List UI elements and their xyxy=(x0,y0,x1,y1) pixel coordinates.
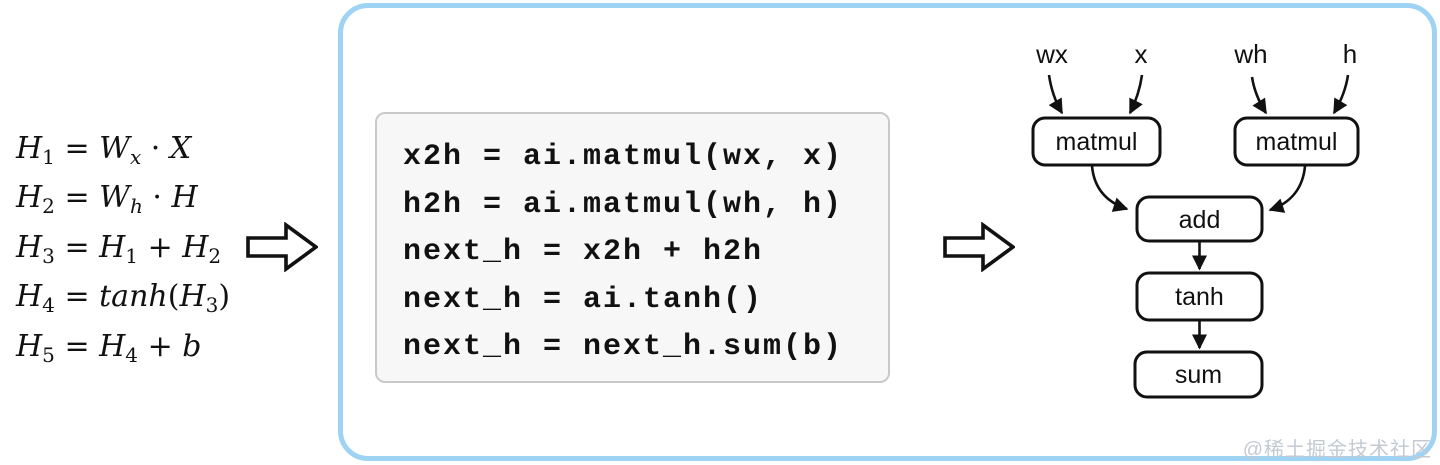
equation-h3: H3 = H1 + H2 xyxy=(16,229,222,268)
graph-node-add-label: add xyxy=(1179,206,1221,234)
graph-node-sum-label: sum xyxy=(1175,361,1222,389)
code-block: x2h = ai.matmul(wx, x) h2h = ai.matmul(w… xyxy=(375,112,890,383)
graph-input-wh: wh xyxy=(1233,39,1267,69)
edge-x-to-matmul xyxy=(1128,74,1144,115)
equation-h5: H5 = H4 + b xyxy=(16,328,202,367)
equation-h1: H1 = Wx · X xyxy=(16,131,192,169)
code-line: next_h = ai.tanh() xyxy=(403,282,764,317)
equation-h4: H4 = tanh(H3) xyxy=(16,279,231,318)
graph-node-matmul-right-box xyxy=(1233,116,1360,167)
code-line: next_h = next_h.sum(b) xyxy=(403,330,844,364)
code-line: x2h = ai.matmul(wx, x) xyxy=(403,140,844,174)
code-line: h2h = ai.matmul(wh, h) xyxy=(403,187,844,222)
transform-arrow-left-icon xyxy=(246,222,318,272)
graph-node-sum-box xyxy=(1133,350,1264,399)
graph-input-x: x xyxy=(1135,39,1148,69)
watermark: @稀土掘金技术社区 xyxy=(1242,439,1432,461)
equation-list: H1 = Wx · X H2 = Wh · H H3 = H1 + H2 H4 … xyxy=(16,124,230,371)
edge-wx-to-matmul xyxy=(1047,74,1064,115)
graph-input-wx: wx xyxy=(1035,39,1068,69)
edge-matmul-left-to-add xyxy=(1090,165,1129,212)
edge-wh-to-matmul xyxy=(1250,76,1268,115)
graph-node-tanh-label: tanh xyxy=(1175,283,1224,311)
edge-matmul-right-to-add xyxy=(1268,165,1307,213)
graph-input-h: h xyxy=(1343,39,1357,69)
graph-node-matmul-right-label: matmul xyxy=(1256,128,1338,156)
code-line: next_h = x2h + h2h xyxy=(403,235,764,269)
equation-h2: H2 = Wh · H xyxy=(16,180,198,219)
edge-h-to-matmul xyxy=(1332,74,1350,115)
graph-node-matmul-left-label: matmul xyxy=(1056,128,1138,156)
transform-arrow-right-icon xyxy=(943,222,1015,272)
computation-graph: wx x wh h matmul matmul add tanh sum xyxy=(1031,39,1360,399)
graph-node-matmul-left-box xyxy=(1031,116,1162,167)
pipeline-container-box xyxy=(338,3,1437,461)
